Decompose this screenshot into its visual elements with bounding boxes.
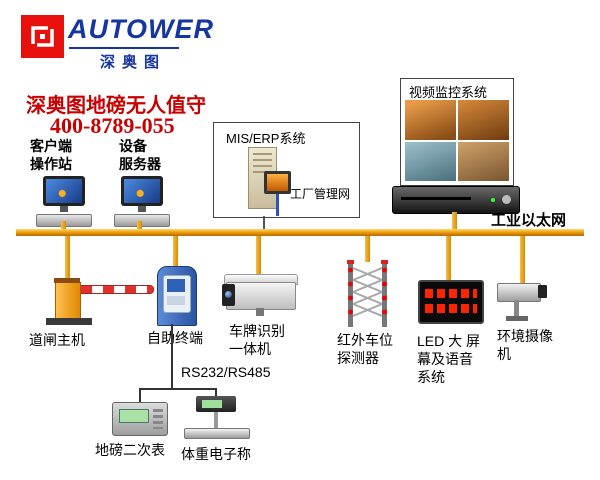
serial-line	[215, 388, 217, 396]
barrier-arm-icon	[80, 285, 154, 294]
camera-thumbnail	[405, 100, 456, 140]
monitor-screen	[124, 179, 160, 203]
cctv-base	[506, 316, 528, 321]
video-grid-icon	[405, 100, 509, 181]
scale-pole	[214, 412, 218, 428]
barrier-base	[46, 318, 92, 325]
cctv-bracket	[514, 300, 519, 316]
infrared-label: 红外车位 探测器	[337, 332, 393, 367]
indicator-lcd	[119, 409, 149, 423]
connector-client	[61, 221, 66, 229]
kiosk-icon	[157, 266, 197, 326]
dvr-icon	[392, 186, 520, 214]
device-server-icon	[114, 176, 170, 228]
monitor-icon	[121, 176, 163, 206]
lpr-lens-icon	[222, 284, 235, 306]
lpr-mount	[256, 308, 264, 316]
connector-kiosk	[173, 236, 178, 266]
lpr-camera-icon	[226, 282, 296, 310]
industrial-ethernet-bus	[16, 229, 584, 236]
infrared-detector-icon	[347, 260, 388, 327]
mis-erp-title: MIS/ERP系统	[226, 131, 306, 146]
industrial-ethernet-label: 工业以太网	[491, 212, 567, 229]
connector-server	[137, 221, 142, 229]
client-workstation-label: 客户端 操作站	[30, 138, 72, 173]
led-label: LED 大 屏 幕及语音 系统	[417, 333, 481, 386]
dvr-disc-slot	[401, 197, 471, 200]
keyboard-icon	[114, 214, 170, 227]
led-text-row	[425, 304, 477, 313]
client-workstation-icon	[36, 176, 92, 228]
scale-label: 体重电子称	[181, 446, 251, 462]
serial-protocol-label: RS232/RS485	[181, 364, 271, 380]
barrier-label: 道闸主机	[29, 332, 85, 348]
mis-erp-box: MIS/ERP系统 工厂管理网	[213, 122, 360, 218]
monitor-screen	[46, 179, 82, 203]
connector-envcam	[520, 236, 525, 284]
kiosk-keypad	[167, 296, 185, 305]
connector-infrared	[365, 236, 370, 262]
indicator-keys	[153, 409, 163, 429]
monitor-stand	[60, 206, 68, 212]
kiosk-face	[163, 275, 191, 313]
logo-mark-icon	[21, 15, 64, 58]
cctv-lens-icon	[538, 285, 547, 298]
logo-glyph	[31, 26, 54, 47]
video-surveillance-box: 视频监控系统	[400, 78, 514, 186]
page-title: 深奥图地磅无人值守	[26, 95, 206, 117]
monitor-icon	[43, 176, 85, 206]
video-surveillance-title: 视频监控系统	[409, 85, 488, 100]
monitor-stand	[138, 206, 146, 212]
serial-line	[171, 324, 173, 388]
device-server-label: 设备 服务器	[119, 138, 161, 173]
brand-name: AUTOWER	[68, 14, 214, 44]
phone-number: 400-8789-055	[50, 113, 175, 138]
brand-name-cn: 深奥图	[100, 54, 167, 71]
camera-thumbnail	[458, 100, 509, 140]
cctv-camera-icon	[497, 283, 541, 302]
weight-indicator-icon	[112, 402, 168, 436]
camera-thumbnail	[405, 141, 456, 181]
brand-underline	[69, 47, 179, 49]
mis-monitor-icon	[264, 171, 291, 194]
connector-dvr	[452, 212, 457, 229]
indicator-label: 地磅二次表	[95, 442, 165, 458]
serial-line	[139, 388, 141, 402]
lpr-label: 车牌识别 一体机	[229, 323, 285, 358]
factory-network-label: 工厂管理网	[290, 187, 351, 201]
camera-thumbnail	[458, 141, 509, 181]
scale-display	[202, 400, 222, 408]
connector-led	[446, 236, 451, 280]
kiosk-label: 自助终端	[147, 330, 203, 346]
connector-mis	[263, 216, 265, 229]
mis-monitor-screen	[267, 174, 288, 191]
scale-platform	[184, 428, 250, 439]
envcam-label: 环境摄像 机	[497, 328, 553, 363]
connector-barrier	[65, 236, 70, 282]
scale-head-icon	[196, 396, 236, 412]
kiosk-screen	[167, 279, 185, 292]
dvr-led-icon	[491, 198, 495, 202]
dvr-knob-icon	[502, 195, 511, 204]
led-display-icon	[418, 280, 484, 324]
serial-line	[139, 388, 217, 390]
connector-lpr	[256, 236, 261, 276]
barrier-post-icon	[54, 278, 81, 320]
led-text-row	[425, 289, 477, 298]
mis-network-line	[276, 194, 279, 216]
